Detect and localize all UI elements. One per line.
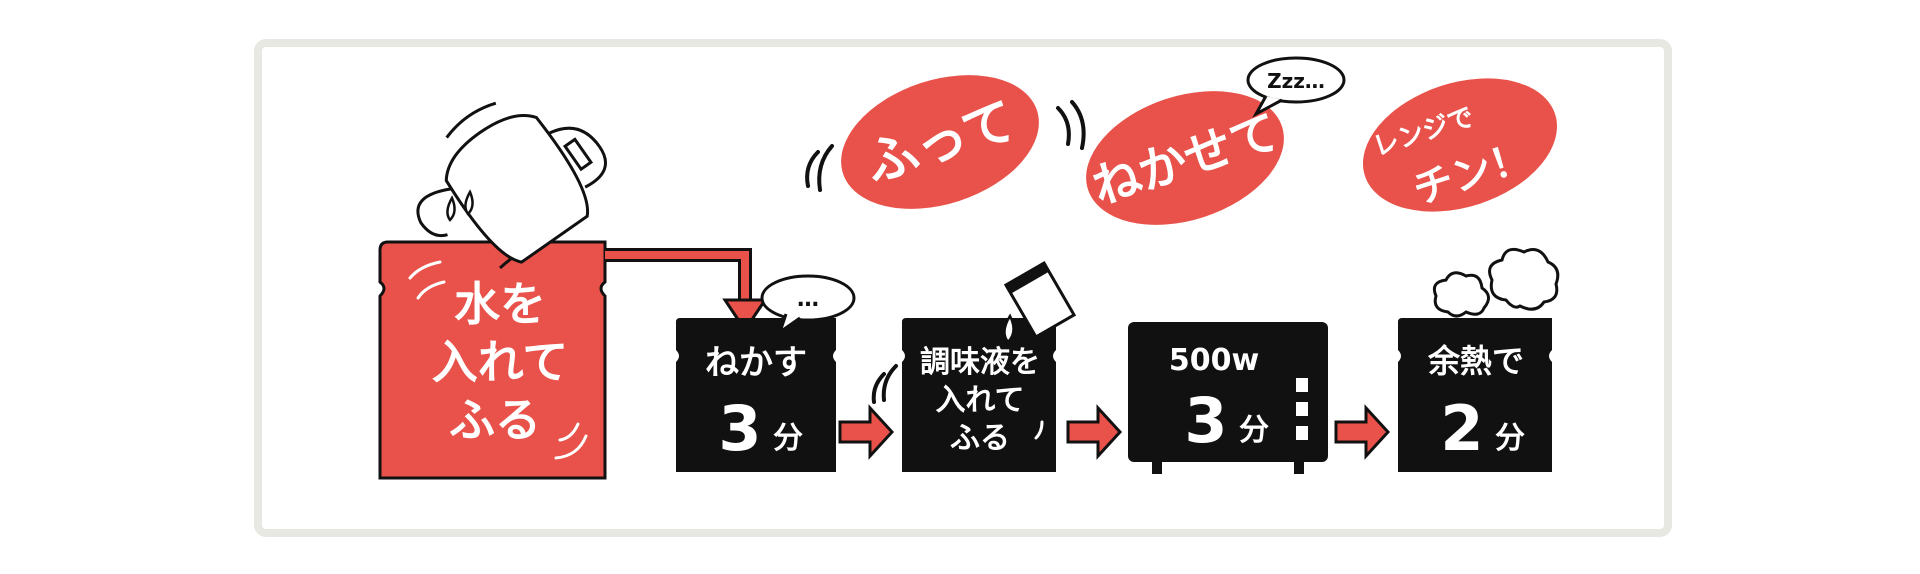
microwave-button (1296, 402, 1308, 416)
arrow-step3-to-step4 (1066, 404, 1123, 460)
step3-bag: 調味液を 入れて ふる (902, 318, 1056, 472)
microwave-button (1296, 426, 1308, 440)
step4-big-number: 3 (1184, 384, 1227, 457)
step5-bag: 余熱で 2 分 (1398, 318, 1552, 472)
step3-line2: 入れて (935, 383, 1024, 418)
step1-line2: 入れて (432, 335, 569, 389)
steam-icon (1432, 247, 1560, 318)
connector-arrow-1 (605, 248, 768, 333)
step5-big-number: 2 (1440, 392, 1483, 465)
microwave-bubble: レンジで チン！ (1362, 78, 1558, 214)
step1-bag: 水を 入れて ふる (378, 240, 607, 480)
microwave-icon: 500w 3 分 (1128, 322, 1328, 474)
zzz-bubble: Zzz… (1246, 56, 1346, 118)
arrow-step2-to-step3 (838, 404, 895, 460)
shake-marks-step3 (871, 364, 898, 404)
step3-line3: ふる (950, 421, 1010, 456)
shake-marks-right (1056, 100, 1086, 150)
sauce-packet-icon (1003, 260, 1077, 344)
microwave-button (1296, 378, 1308, 392)
shake-marks-left (805, 144, 834, 192)
step1-line1: 水を (454, 277, 546, 331)
speech-bubble: … (760, 274, 856, 336)
zzz-text: Zzz… (1267, 69, 1325, 93)
step2-line1: ねかす (705, 343, 807, 383)
step3-line1: 調味液を (920, 345, 1040, 380)
step5-unit: 分 (1495, 421, 1525, 456)
bubble-text: … (797, 287, 819, 312)
step4-unit: 分 (1239, 413, 1269, 448)
step2-big-number: 3 (718, 392, 761, 465)
step2-unit: 分 (773, 421, 803, 456)
step4-line1: 500w (1169, 343, 1259, 378)
kettle-icon (416, 101, 608, 270)
step5-line1: 余熱で (1427, 342, 1524, 380)
shake-bubble: ふって (841, 75, 1039, 209)
step2-bag: ねかす 3 分 (676, 318, 836, 472)
arrow-step4-to-step5 (1334, 404, 1391, 460)
step1-line3: ふる (449, 393, 541, 447)
